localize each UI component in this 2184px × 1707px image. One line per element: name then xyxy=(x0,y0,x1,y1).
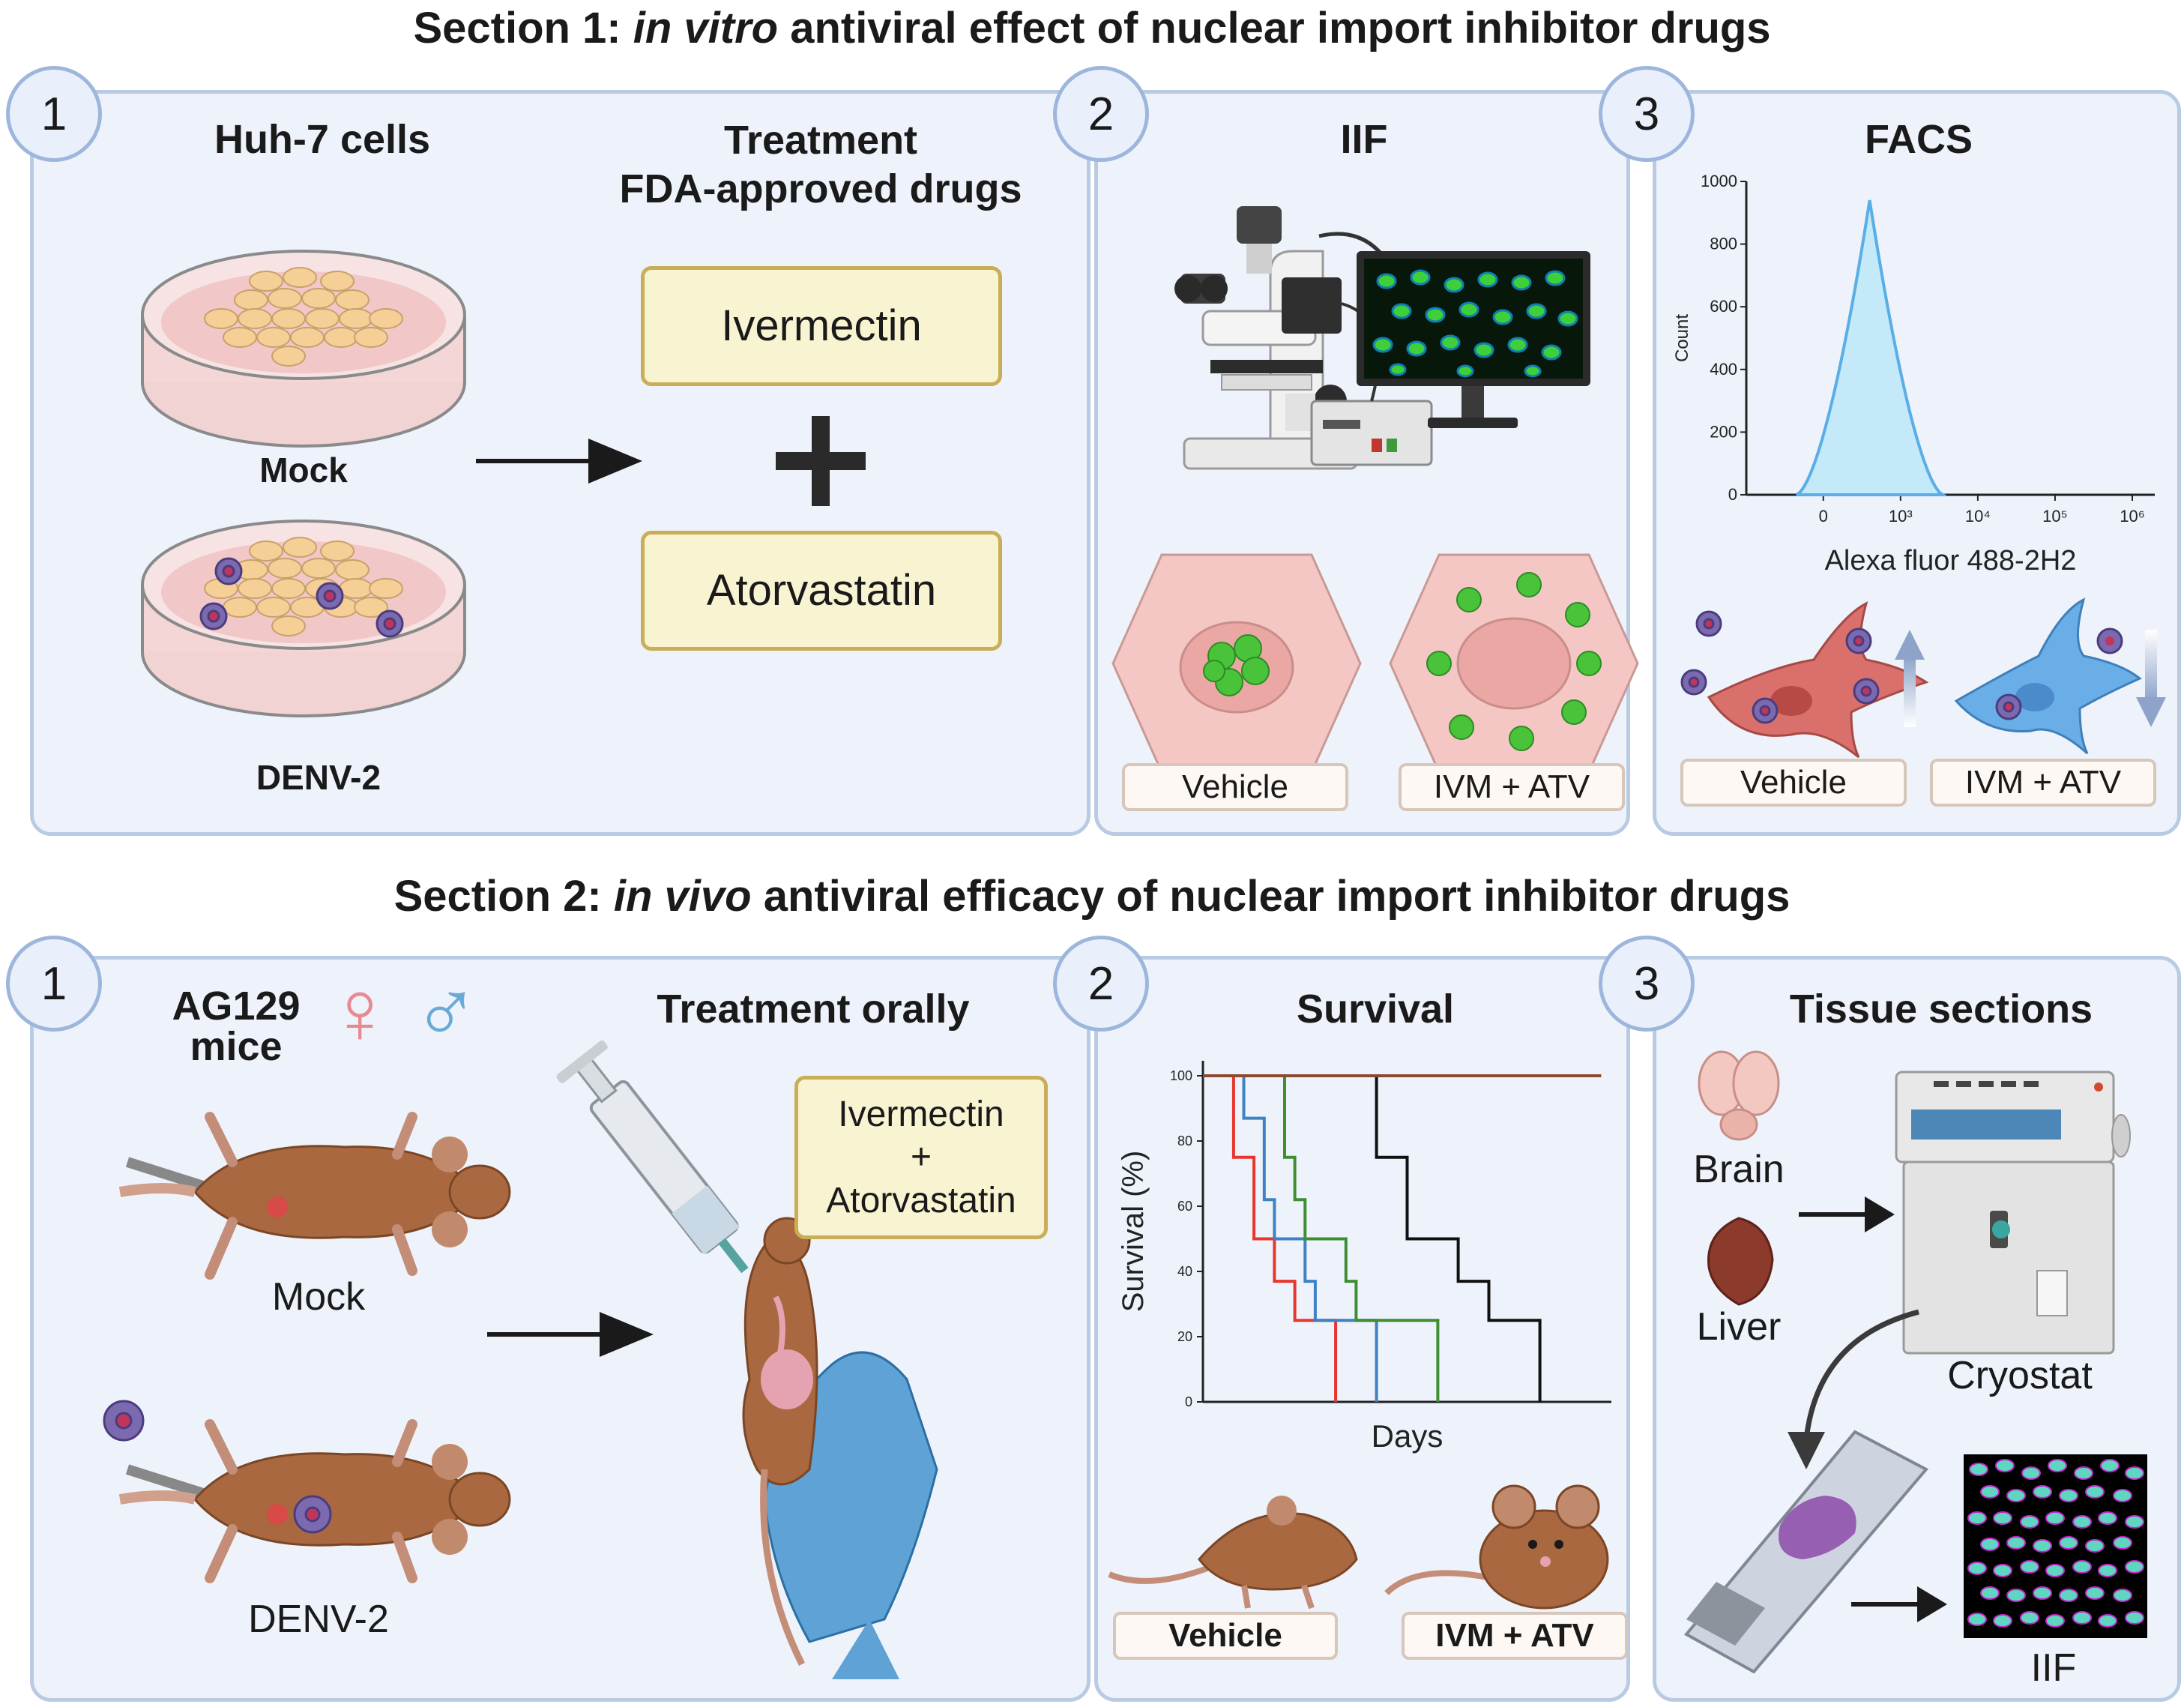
denv-label: DENV-2 xyxy=(256,758,381,797)
facs-histogram-series-1 xyxy=(1795,199,1949,496)
facs-x-axis-label: Alexa fluor 488-2H2 xyxy=(1825,545,2077,576)
oral-treatment-label: Treatment orally xyxy=(657,987,970,1032)
vehicle-infected-cell xyxy=(1111,553,1362,774)
survival-treated-label: IVM + ATV xyxy=(1402,1612,1628,1660)
survival-y-tick-label: 0 xyxy=(1185,1394,1192,1409)
brain-label: Brain xyxy=(1693,1148,1785,1191)
facs-y-axis-label: Count xyxy=(1672,314,1692,362)
treated-infected-cell xyxy=(1389,553,1639,774)
cells-label: Huh-7 cells xyxy=(214,117,431,162)
brain-icon xyxy=(1698,1050,1780,1141)
section2-title: Section 2: in vivo antiviral efficacy of… xyxy=(393,872,1791,921)
iif-vehicle-label: Vehicle xyxy=(1122,763,1348,811)
s2-arrow xyxy=(487,1312,654,1357)
facs-x-tick-label: 10⁵ xyxy=(2042,507,2068,526)
denv-petri-dish xyxy=(141,520,466,717)
facs-y-tick-label: 800 xyxy=(1710,235,1737,253)
facs-y-tick-label: 0 xyxy=(1728,485,1737,504)
facs-vehicle-label: Vehicle xyxy=(1680,759,1907,807)
survival-y-tick-label: 80 xyxy=(1177,1134,1192,1148)
sick-mouse-icon xyxy=(1108,1496,1358,1610)
curved-arrow xyxy=(1788,1309,1919,1469)
tissue-heading: Tissue sections xyxy=(1789,987,2093,1032)
plus-icon xyxy=(776,416,866,506)
survival-y-tick-label: 100 xyxy=(1170,1068,1192,1083)
facs-y-tick-label: 400 xyxy=(1710,360,1737,379)
mock-label: Mock xyxy=(259,451,348,490)
section1-title: Section 1: in vitro antiviral effect of … xyxy=(413,4,1771,52)
s2-step-badge-1: 1 xyxy=(6,936,102,1032)
survival-y-axis-label: Survival (%) xyxy=(1117,1151,1150,1313)
facs-treated-label: IVM + ATV xyxy=(1930,759,2156,807)
cryostat-machine-icon xyxy=(1895,1071,2131,1355)
survival-series-line-3 xyxy=(1203,1074,1440,1402)
denv-mouse-injection xyxy=(103,1400,511,1583)
tissue-arrow xyxy=(1799,1196,1895,1232)
s2-mock-label: Mock xyxy=(271,1275,366,1319)
ivermectin-box: Ivermectin xyxy=(641,266,1002,386)
monitor-icon xyxy=(1357,251,1590,428)
survival-heading: Survival xyxy=(1296,987,1455,1032)
female-symbol-icon: ♀ xyxy=(326,962,393,1062)
facs-x-tick-label: 10⁴ xyxy=(1965,507,1991,526)
facs-y-tick-label: 200 xyxy=(1710,422,1737,441)
s1-step-badge-2: 2 xyxy=(1053,66,1149,162)
mice-label: AG129 mice xyxy=(172,984,301,1069)
s1-step-badge-3: 3 xyxy=(1599,66,1695,162)
facs-x-tick-label: 10³ xyxy=(1889,507,1913,526)
facs-histogram: 0 200 400 600 800 1000 0 10³ 10⁴ 10⁵ 10⁶ CountAlexa… xyxy=(1672,172,2155,576)
virus-particles xyxy=(199,557,404,638)
facs-y-tick-label: 1000 xyxy=(1701,172,1737,190)
male-symbol-icon: ♂ xyxy=(412,962,480,1062)
liver-label: Liver xyxy=(1696,1305,1782,1349)
survival-series-line-2 xyxy=(1203,1074,1378,1402)
facs-treated-cell xyxy=(1954,597,2142,755)
facs-down-arrow-icon xyxy=(2136,630,2166,727)
iif-output-label: IIF xyxy=(2030,1646,2077,1690)
treatment-label: Treatment FDA-approved drugs xyxy=(619,118,1022,211)
survival-series-line-4 xyxy=(1203,1074,1542,1402)
s1-arrow xyxy=(476,439,642,484)
mock-petri-dish xyxy=(141,250,466,448)
microscope-slide-icon xyxy=(1683,1430,1929,1674)
facs-x-tick-label: 0 xyxy=(1819,507,1828,526)
s2-drug-combination-box: Ivermectin + Atorvastatin xyxy=(794,1076,1048,1239)
s2-step-badge-2: 2 xyxy=(1053,936,1149,1032)
survival-y-tick-label: 40 xyxy=(1177,1264,1192,1279)
facs-vehicle-cell xyxy=(1680,601,1929,759)
slide-to-iif-arrow xyxy=(1851,1586,1947,1622)
s2-step-badge-3: 3 xyxy=(1599,936,1695,1032)
survival-x-axis-label: Days xyxy=(1372,1418,1444,1454)
atorvastatin-box: Atorvastatin xyxy=(641,531,1002,651)
facs-heading: FACS xyxy=(1864,117,1973,162)
s1-step-badge-1: 1 xyxy=(6,66,102,162)
liver-icon xyxy=(1707,1217,1774,1306)
facs-up-arrow-icon xyxy=(1895,630,1925,727)
facs-x-tick-label: 10⁶ xyxy=(2120,507,2145,526)
survival-y-tick-label: 60 xyxy=(1177,1199,1192,1214)
survival-y-tick-label: 20 xyxy=(1177,1329,1192,1344)
iif-tissue-image xyxy=(1964,1454,2147,1638)
mock-mouse-injection xyxy=(118,1112,511,1280)
survival-vehicle-label: Vehicle xyxy=(1113,1612,1338,1660)
facs-y-tick-label: 600 xyxy=(1710,297,1737,316)
iif-treated-label: IVM + ATV xyxy=(1399,763,1625,811)
iif-heading: IIF xyxy=(1340,117,1388,162)
s2-denv-label: DENV-2 xyxy=(248,1598,389,1641)
cryostat-label: Cryostat xyxy=(1947,1354,2093,1397)
healthy-mouse-icon xyxy=(1384,1484,1609,1610)
facs-virus-particle xyxy=(2096,627,2123,654)
